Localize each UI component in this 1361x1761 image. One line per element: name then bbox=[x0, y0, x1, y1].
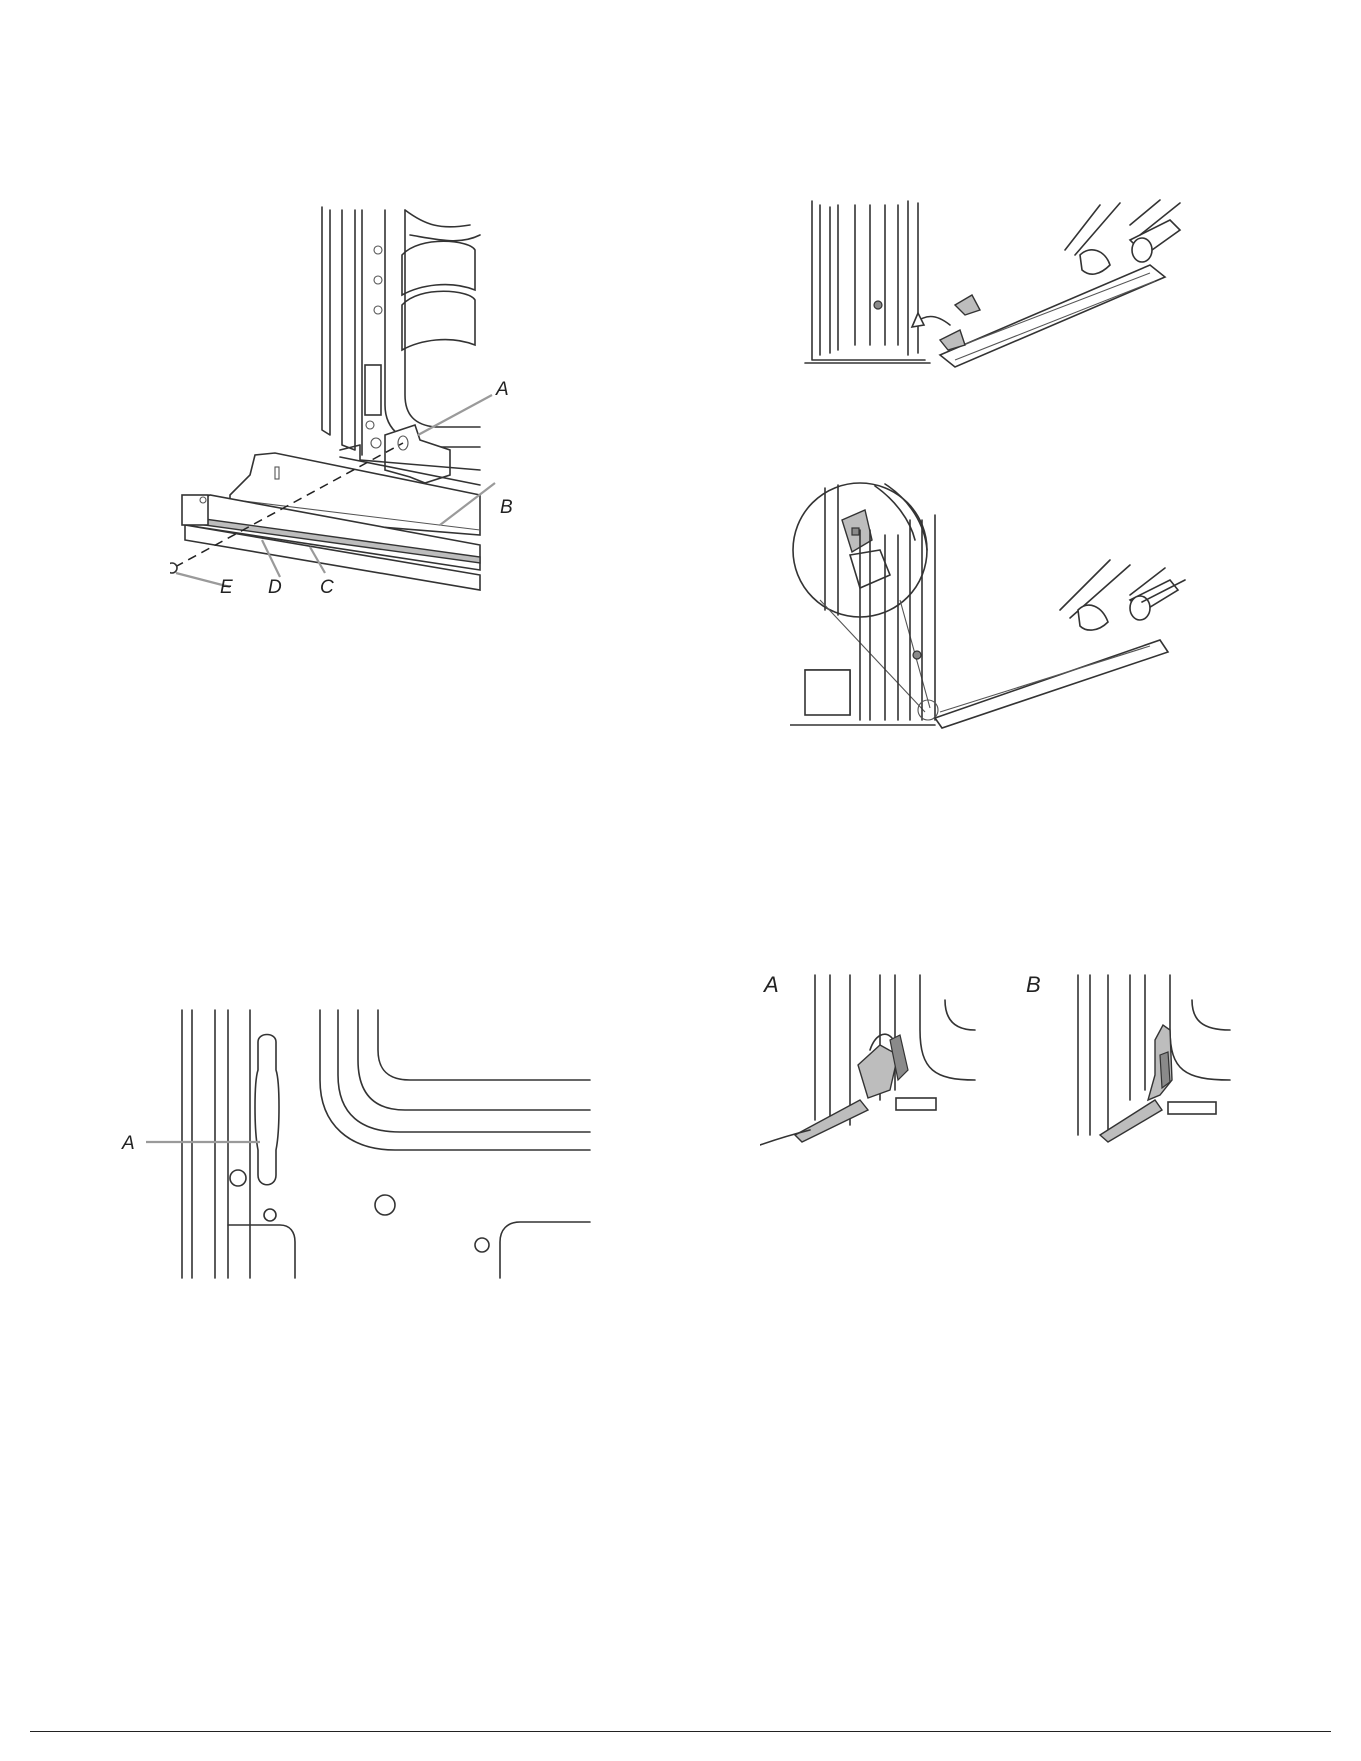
hinge-slot-drawing: A bbox=[110, 1000, 600, 1290]
door-lift-drawing bbox=[800, 195, 1200, 395]
panel-label-a: A bbox=[762, 972, 779, 997]
figure-hinge-lock: A B bbox=[760, 970, 1240, 1160]
door-engaged-drawing bbox=[790, 480, 1200, 730]
callout-c: C bbox=[320, 577, 334, 598]
figure-trim-assembly: A B C D E bbox=[170, 195, 600, 675]
callout-e: E bbox=[220, 577, 233, 598]
callout-b: B bbox=[500, 497, 513, 518]
footer-rule bbox=[30, 1731, 1331, 1732]
callout-a: A bbox=[121, 1133, 135, 1154]
trim-assembly-drawing: A B C D E bbox=[170, 195, 600, 675]
hinge-slot bbox=[255, 1035, 279, 1185]
leader-a bbox=[418, 395, 492, 435]
hinge-lock-panel-a: A bbox=[760, 972, 975, 1145]
figure-door-engaged bbox=[790, 480, 1200, 730]
callout-a: A bbox=[495, 379, 509, 400]
callout-d: D bbox=[268, 577, 282, 598]
panel-label-b: B bbox=[1026, 972, 1041, 997]
figure-hinge-slot: A bbox=[110, 1000, 600, 1290]
hinge-lock-drawing: A B bbox=[760, 970, 1240, 1160]
hinge-lock-panel-b: B bbox=[1026, 972, 1230, 1142]
figure-door-lift bbox=[800, 195, 1200, 395]
